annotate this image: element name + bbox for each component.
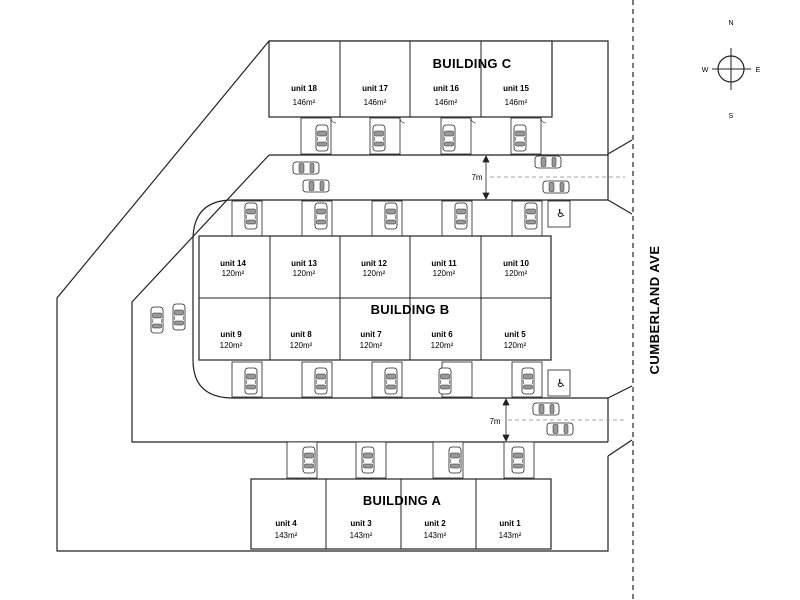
building-b xyxy=(198,200,571,398)
unit-label: unit 8 xyxy=(290,330,312,339)
compass-icon xyxy=(712,48,751,90)
unit-area: 146m² xyxy=(293,98,316,107)
unit-area: 120m² xyxy=(504,341,527,350)
unit-label: unit 16 xyxy=(433,84,459,93)
unit-area: 120m² xyxy=(220,341,243,350)
accessible-icon: ♿ xyxy=(556,207,566,220)
building-a-units: unit 4 143m² unit 3 143m² unit 2 143m² u… xyxy=(275,519,522,540)
building-a-label: BUILDING A xyxy=(363,493,442,508)
unit-area: 143m² xyxy=(424,531,447,540)
dimension-upper xyxy=(482,155,490,200)
compass-north: N xyxy=(728,20,733,27)
building-c-label: BUILDING C xyxy=(433,56,512,71)
entry-guides xyxy=(490,176,625,421)
unit-label: unit 15 xyxy=(503,84,529,93)
unit-label: unit 10 xyxy=(503,259,529,268)
unit-label: unit 18 xyxy=(291,84,317,93)
unit-area: 146m² xyxy=(505,98,528,107)
unit-label: unit 14 xyxy=(220,259,246,268)
unit-area: 143m² xyxy=(275,531,298,540)
unit-label: unit 3 xyxy=(350,519,372,528)
unit-label: unit 1 xyxy=(499,519,521,528)
unit-area: 143m² xyxy=(350,531,373,540)
unit-area: 146m² xyxy=(364,98,387,107)
building-b-label: BUILDING B xyxy=(371,302,450,317)
unit-area: 120m² xyxy=(433,269,456,278)
unit-label: unit 13 xyxy=(291,259,317,268)
unit-label: unit 4 xyxy=(275,519,297,528)
unit-label: unit 11 xyxy=(431,259,457,268)
unit-label: unit 5 xyxy=(504,330,526,339)
site-boundary xyxy=(56,40,633,552)
compass-east: E xyxy=(756,67,761,74)
unit-label: unit 9 xyxy=(220,330,242,339)
unit-label: unit 6 xyxy=(431,330,453,339)
building-b-units: unit 14 120m² unit 13 120m² unit 12 120m… xyxy=(220,259,530,350)
dimension-lower xyxy=(502,398,510,442)
unit-area: 120m² xyxy=(505,269,528,278)
unit-area: 120m² xyxy=(290,341,313,350)
street-name: CUMBERLAND AVE xyxy=(647,245,662,374)
accessible-icon: ♿ xyxy=(556,377,566,390)
unit-area: 146m² xyxy=(435,98,458,107)
unit-label: unit 12 xyxy=(361,259,387,268)
unit-label: unit 17 xyxy=(362,84,388,93)
unit-area: 120m² xyxy=(293,269,316,278)
compass-west: W xyxy=(702,67,709,74)
unit-area: 120m² xyxy=(222,269,245,278)
upper-drive-width: 7m xyxy=(471,173,482,182)
unit-label: unit 2 xyxy=(424,519,446,528)
unit-area: 120m² xyxy=(431,341,454,350)
compass-south: S xyxy=(729,113,734,120)
unit-area: 143m² xyxy=(499,531,522,540)
unit-label: unit 7 xyxy=(360,330,382,339)
lower-drive-width: 7m xyxy=(489,417,500,426)
building-c-units: unit 18 146m² unit 17 146m² unit 16 146m… xyxy=(291,84,529,107)
unit-area: 120m² xyxy=(360,341,383,350)
accessible-symbols: ♿ ♿ xyxy=(556,207,566,390)
unit-area: 120m² xyxy=(363,269,386,278)
